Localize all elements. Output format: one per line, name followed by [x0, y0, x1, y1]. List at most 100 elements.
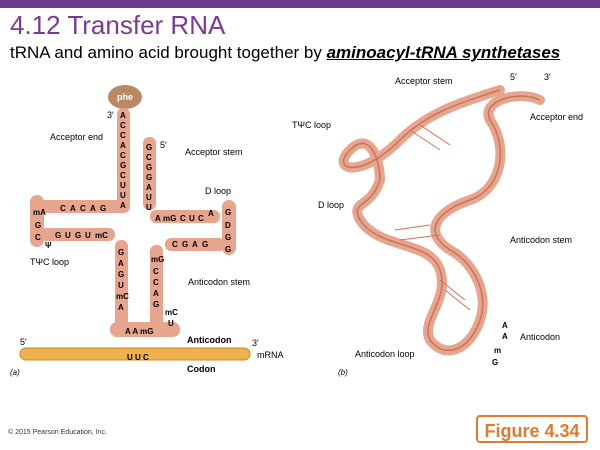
d-arm-top [150, 210, 220, 223]
d-loop-cap [222, 200, 236, 255]
tpsic-arm-bottom [40, 228, 115, 241]
nt-d: C [180, 214, 186, 223]
anticodon-arm-left [115, 240, 128, 330]
rlabel-3prime: 3′ [544, 72, 551, 82]
nt-tpsic: Ψ [45, 241, 52, 250]
ribbon-helix-rungs [394, 124, 471, 311]
nt-d: G [225, 245, 231, 254]
subtitle-text: tRNA and amino acid brought together by [10, 43, 327, 62]
nt-acceptor: A [146, 183, 152, 192]
label-anticodon: Anticodon [187, 335, 232, 345]
nt-d: U [189, 214, 195, 223]
nt-acceptor: A [120, 201, 126, 210]
nt-d: G [182, 240, 188, 249]
nt-acceptor: C [120, 151, 126, 160]
anticodon-bases: A A mG [125, 327, 153, 336]
phe-label: phe [117, 92, 133, 102]
slide-title: 4.12 Transfer RNA [10, 10, 226, 40]
label-acceptor-end: Acceptor end [50, 132, 103, 142]
nt-acceptor: C [120, 171, 126, 180]
label-3prime: 3′ [107, 110, 114, 120]
nt-tpsic: A [70, 204, 76, 213]
nt-acceptor: G [146, 173, 152, 182]
nt-anticodon: A [118, 303, 124, 312]
anticodon-arm-right [150, 245, 163, 330]
nt-acceptor: G [146, 143, 152, 152]
nt-d: mG [163, 214, 176, 223]
nt-d: A [208, 209, 214, 218]
panel-a-tag: (a) [10, 368, 20, 377]
nt-acceptor: U [120, 191, 126, 200]
nt-tpsic: G [100, 204, 106, 213]
rlabel-acceptor-stem: Acceptor stem [395, 76, 453, 86]
nt-d: G [202, 240, 208, 249]
figure-label: Figure 4.34 [476, 415, 588, 443]
nt-acceptor: G [120, 161, 126, 170]
rlabel-anticodon-letter: A [502, 332, 508, 341]
phe-amino-acid [108, 85, 142, 109]
rlabel-tpsic-loop: TΨC loop [292, 120, 331, 130]
label-mrna-3: 3′ [252, 338, 259, 348]
nt-anticodon: G [153, 300, 159, 309]
rlabel-anticodon-loop: Anticodon loop [355, 349, 415, 359]
nt-tpsic: A [90, 204, 96, 213]
nt-anticodon: mG [151, 255, 164, 264]
nt-tpsic: C [35, 233, 41, 242]
rlabel-anticodon: Anticodon [520, 332, 560, 342]
nt-d: G [225, 233, 231, 242]
nt-tpsic: C [80, 204, 86, 213]
d-arm-bottom [165, 238, 225, 251]
nt-d: A [192, 240, 198, 249]
label-anticodon-stem: Anticodon stem [188, 277, 250, 287]
acceptor-strand-3 [117, 108, 130, 208]
nt-anticodon: C [153, 278, 159, 287]
nt-tpsic: G [55, 231, 61, 240]
nt-acceptor: U [120, 181, 126, 190]
ribbon-edge [343, 89, 541, 351]
nt-acceptor: U [146, 193, 152, 202]
nt-anticodon: A [118, 259, 124, 268]
nt-anticodon: U [118, 281, 124, 290]
top-accent-bar [0, 0, 600, 8]
slide-subtitle: tRNA and amino acid brought together by … [10, 42, 570, 63]
label-d-loop: D loop [205, 186, 231, 196]
nt-d: D [225, 221, 231, 230]
label-5prime-top: 5′ [160, 140, 167, 150]
nt-acceptor: A [120, 111, 126, 120]
nt-tpsic: C [60, 204, 66, 213]
nt-acceptor: A [120, 141, 126, 150]
label-mrna: mRNA [257, 350, 284, 360]
nt-tpsic: mC [95, 231, 108, 240]
anticodon-loop-base [110, 322, 180, 337]
nt-tpsic: mA [33, 208, 46, 217]
nt-tpsic: U [85, 231, 91, 240]
ribbon-backbone [338, 85, 545, 356]
tpsic-arm-top [40, 200, 130, 213]
nt-acceptor: G [146, 163, 152, 172]
nt-anticodon: A [153, 289, 159, 298]
rlabel-anticodon-letter: m [494, 346, 501, 355]
nt-acceptor: C [120, 121, 126, 130]
label-codon: Codon [187, 364, 216, 374]
rlabel-5prime: 5′ [510, 72, 517, 82]
subtitle-emphasis: aminoacyl-tRNA synthetases [326, 43, 561, 62]
nt-d: C [198, 214, 204, 223]
label-acceptor-stem: Acceptor stem [185, 147, 243, 157]
nt-anticodon: C [153, 267, 159, 276]
nt-anticodon: U [168, 319, 174, 328]
mrna-strand [19, 347, 251, 361]
nt-anticodon: mC [116, 292, 129, 301]
nt-acceptor: C [146, 153, 152, 162]
nt-anticodon: G [118, 270, 124, 279]
nt-d: C [172, 240, 178, 249]
nt-acceptor: C [120, 131, 126, 140]
rlabel-anticodon-stem: Anticodon stem [510, 235, 572, 245]
label-tpsic-loop: TΨC loop [30, 257, 69, 267]
label-mrna-5: 5′ [20, 337, 27, 347]
acceptor-strand-5 [143, 137, 156, 210]
rlabel-d-loop: D loop [318, 200, 344, 210]
nt-d: A [155, 214, 161, 223]
rlabel-acceptor-end: Acceptor end [530, 112, 583, 122]
nt-acceptor: U [146, 203, 152, 212]
